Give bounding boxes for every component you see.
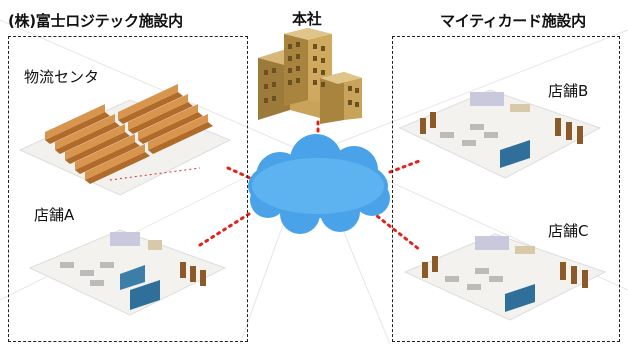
left-facility-title: (株)富士ロジテック施設内 — [8, 12, 183, 30]
store-a-label: 店舗A — [34, 206, 75, 224]
store-c-label: 店舗C — [548, 222, 589, 240]
distribution-center-label: 物流センタ — [24, 68, 100, 86]
left-facility-box — [8, 36, 248, 342]
store-b-illustration — [398, 89, 602, 179]
store-a-illustration — [28, 229, 227, 316]
link-store-c-cloud — [370, 210, 422, 252]
headquarters-label: 本社 — [292, 10, 322, 28]
headquarters-building-icon — [258, 28, 362, 124]
link-store-a-cloud — [198, 210, 254, 247]
right-facility-title: マイティカード施設内 — [440, 12, 586, 30]
store-b-label: 店舗B — [548, 82, 589, 100]
right-facility-box — [392, 36, 620, 342]
store-c-illustration — [403, 233, 607, 321]
warehouse-illustration — [18, 84, 232, 196]
cloud-icon — [248, 134, 390, 234]
link-dc-cloud — [226, 166, 252, 180]
link-store-b-cloud — [388, 158, 424, 174]
